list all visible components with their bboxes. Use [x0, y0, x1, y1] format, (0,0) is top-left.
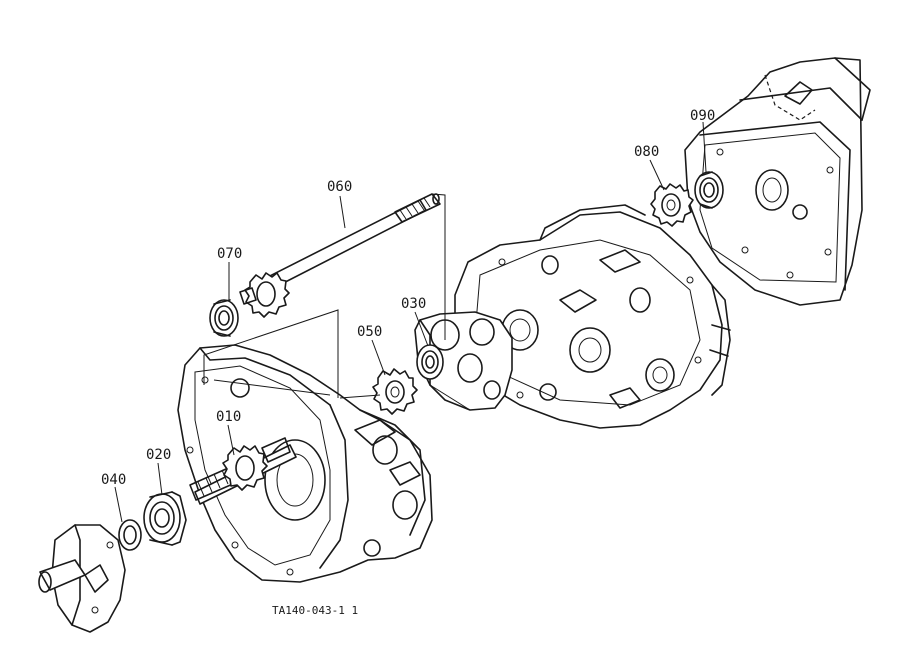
label-060: 060: [327, 179, 352, 195]
bearing-070[interactable]: [209, 299, 239, 337]
label-040: 040: [101, 472, 126, 488]
label-090: 090: [690, 108, 715, 124]
front-cover[interactable]: [38, 524, 126, 633]
label-050: 050: [357, 324, 382, 340]
part-labels: 060 070 010 020 040 050 030 080 090 TA14…: [101, 108, 715, 617]
shaft-010[interactable]: [189, 437, 297, 505]
bearing-030[interactable]: [416, 344, 444, 380]
oil-seal-040[interactable]: [118, 519, 142, 551]
assembly-lines: [203, 193, 446, 399]
gear-050[interactable]: [372, 368, 418, 415]
label-010: 010: [216, 409, 241, 425]
rear-housing[interactable]: [684, 57, 871, 306]
front-housing[interactable]: [177, 344, 433, 583]
bearing-090[interactable]: [694, 171, 724, 209]
label-070: 070: [217, 246, 242, 262]
gear-080[interactable]: [650, 183, 694, 227]
reference-code: TA140-043-1 1: [272, 604, 358, 617]
label-020: 020: [146, 447, 171, 463]
label-080: 080: [634, 144, 659, 160]
bearing-020[interactable]: [143, 491, 187, 546]
label-030: 030: [401, 296, 426, 312]
shaft-060[interactable]: [239, 193, 441, 318]
leader-lines: [114, 121, 707, 523]
